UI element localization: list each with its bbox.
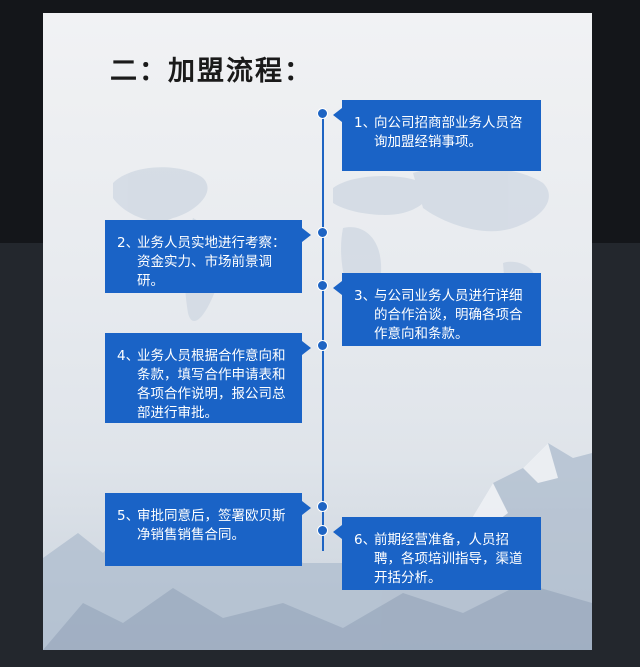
timeline-dot-1 bbox=[317, 108, 328, 119]
step-text-1: 向公司招商部业务人员咨询加盟经销事项。 bbox=[374, 115, 523, 150]
step-number-2: 2、 bbox=[117, 235, 140, 251]
step-number-3: 3、 bbox=[354, 288, 377, 304]
step-text-6: 前期经营准备，人员招聘，各项培训指导，渠道开括分析。 bbox=[374, 532, 523, 586]
step-number-5: 5、 bbox=[117, 508, 140, 524]
step-box-6: 6、 前期经营准备，人员招聘，各项培训指导，渠道开括分析。 bbox=[333, 517, 541, 590]
timeline-dot-4 bbox=[317, 340, 328, 351]
step-number-4: 4、 bbox=[117, 348, 140, 364]
step-box-5: 5、 审批同意后，签署欧贝斯净销售销售合同。 bbox=[105, 493, 311, 566]
step-box-2: 2、 业务人员实地进行考察：资金实力、市场前景调研。 bbox=[105, 220, 311, 293]
step-number-1: 1、 bbox=[354, 115, 377, 131]
timeline-dot-6 bbox=[317, 525, 328, 536]
step-text-4: 业务人员根据合作意向和条款，填写合作申请表和各项合作说明，报公司总部进行审批。 bbox=[137, 348, 286, 421]
timeline-dot-5 bbox=[317, 501, 328, 512]
step-text-2: 业务人员实地进行考察：资金实力、市场前景调研。 bbox=[137, 235, 286, 289]
step-box-3: 3、 与公司业务人员进行详细的合作洽谈，明确各项合作意向和条款。 bbox=[333, 273, 541, 346]
step-box-1: 1、 向公司招商部业务人员咨询加盟经销事项。 bbox=[333, 100, 541, 171]
timeline-line bbox=[322, 111, 324, 551]
step-text-3: 与公司业务人员进行详细的合作洽谈，明确各项合作意向和条款。 bbox=[374, 288, 523, 342]
page-title: 二：加盟流程： bbox=[110, 56, 313, 87]
timeline-dot-2 bbox=[317, 227, 328, 238]
content-panel: 二：加盟流程： 1、 向公司招商部业务人员咨询加盟经销事项。 2、 业务人员实地… bbox=[43, 13, 592, 650]
step-text-5: 审批同意后，签署欧贝斯净销售销售合同。 bbox=[137, 508, 286, 543]
step-number-6: 6、 bbox=[354, 532, 377, 548]
timeline-dot-3 bbox=[317, 280, 328, 291]
step-box-4: 4、 业务人员根据合作意向和条款，填写合作申请表和各项合作说明，报公司总部进行审… bbox=[105, 333, 311, 423]
